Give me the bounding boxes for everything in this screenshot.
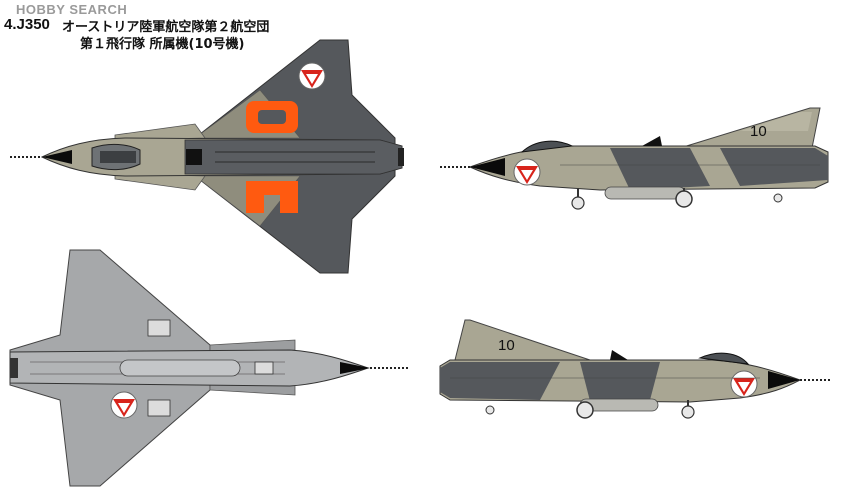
aircraft-right-side-icon: 10 bbox=[439, 319, 832, 419]
header: HOBBY SEARCH 4.J350 オーストリア陸軍航空隊第２航空団 第１飛… bbox=[4, 2, 424, 52]
tail-number-right: 10 bbox=[498, 337, 515, 354]
aircraft-top-view-icon bbox=[10, 39, 404, 274]
aircraft-left-side-icon: 10 bbox=[440, 107, 829, 210]
product-code: 4.J350 bbox=[4, 16, 50, 33]
title-line-1: オーストリア陸軍航空隊第２航空団 bbox=[62, 20, 270, 35]
title-line-2: 第１飛行隊 所属機(10号機) bbox=[80, 37, 245, 52]
logo-watermark: HOBBY SEARCH bbox=[16, 2, 128, 17]
tail-number-left: 10 bbox=[750, 123, 767, 140]
aircraft-bottom-view-icon bbox=[9, 249, 410, 487]
